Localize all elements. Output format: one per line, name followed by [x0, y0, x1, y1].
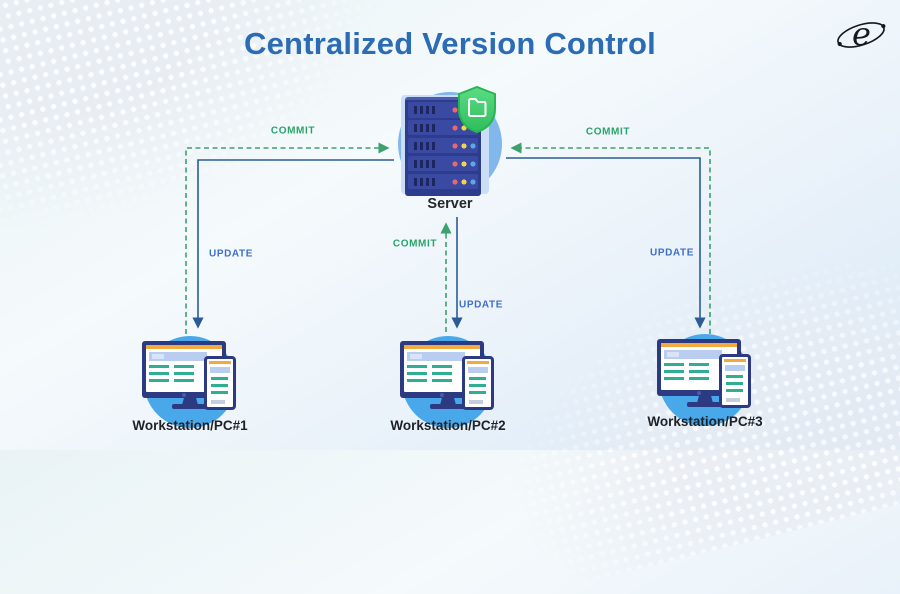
update-label-1: UPDATE — [209, 248, 253, 260]
tablet-footer — [726, 398, 740, 402]
commit-label-2: COMMIT — [392, 238, 438, 250]
tablet-banner — [468, 367, 488, 373]
tablet-text-lines — [211, 377, 228, 394]
screen-text-lines — [689, 363, 709, 380]
screen-text-lines — [149, 365, 169, 382]
screen-text-lines — [407, 365, 427, 382]
shield-folder-icon — [455, 85, 499, 140]
tablet-footer — [211, 400, 225, 404]
commit-arrow-1 — [185, 142, 390, 334]
monitor-base — [172, 404, 208, 409]
server-rack-unit — [408, 173, 478, 190]
server-rack-unit — [408, 137, 478, 154]
tablet-text-lines — [726, 375, 743, 392]
update-arrow-3 — [506, 157, 706, 329]
tablet-banner — [210, 367, 230, 373]
workstation2-tablet-icon — [462, 356, 494, 410]
tablet-titlebar — [724, 359, 746, 362]
monitor-stand — [182, 398, 198, 405]
server-rack-unit — [408, 155, 478, 172]
screen-titlebar — [661, 343, 737, 347]
tablet-titlebar — [209, 361, 231, 364]
tablet-text-lines — [469, 377, 486, 394]
page-title: Centralized Version Control — [244, 26, 656, 61]
screen-text-lines — [664, 363, 684, 380]
screen-banner — [664, 350, 722, 359]
commit-arrow-3 — [510, 142, 711, 334]
monitor-stand — [440, 398, 456, 405]
update-arrow-1 — [192, 159, 394, 329]
update-label-2: UPDATE — [459, 299, 503, 311]
workstation2-label: Workstation/PC#2 — [390, 418, 506, 433]
workstation1-tablet-icon — [204, 356, 236, 410]
tablet-footer — [469, 400, 483, 404]
screen-banner — [407, 352, 465, 361]
workstation3-tablet-icon — [719, 354, 751, 408]
workstation1-label: Workstation/PC#1 — [132, 418, 248, 433]
monitor-camera-dot — [440, 392, 444, 397]
commit-label-1: COMMIT — [270, 125, 316, 137]
connector-arrows — [185, 142, 711, 334]
screen-titlebar — [404, 345, 480, 349]
tablet-titlebar — [467, 361, 489, 364]
commit-label-3: COMMIT — [585, 126, 631, 138]
svg-text:e: e — [852, 15, 871, 53]
tablet-banner — [725, 365, 745, 371]
monitor-stand — [697, 396, 713, 403]
server-rack-unit — [408, 119, 478, 136]
monitor-base — [430, 404, 466, 409]
monitor-camera-dot — [182, 392, 186, 397]
screen-text-lines — [432, 365, 452, 382]
screen-titlebar — [146, 345, 222, 349]
monitor-camera-dot — [697, 390, 701, 395]
orbit-e-icon: e — [837, 15, 886, 53]
server-rack-icon — [405, 97, 481, 196]
server-label: Server — [427, 196, 473, 212]
screen-banner — [149, 352, 207, 361]
monitor-base — [687, 402, 723, 407]
update-label-3: UPDATE — [650, 247, 694, 259]
screen-text-lines — [174, 365, 194, 382]
brand-logo: e — [832, 8, 890, 65]
workstation3-label: Workstation/PC#3 — [647, 414, 763, 429]
